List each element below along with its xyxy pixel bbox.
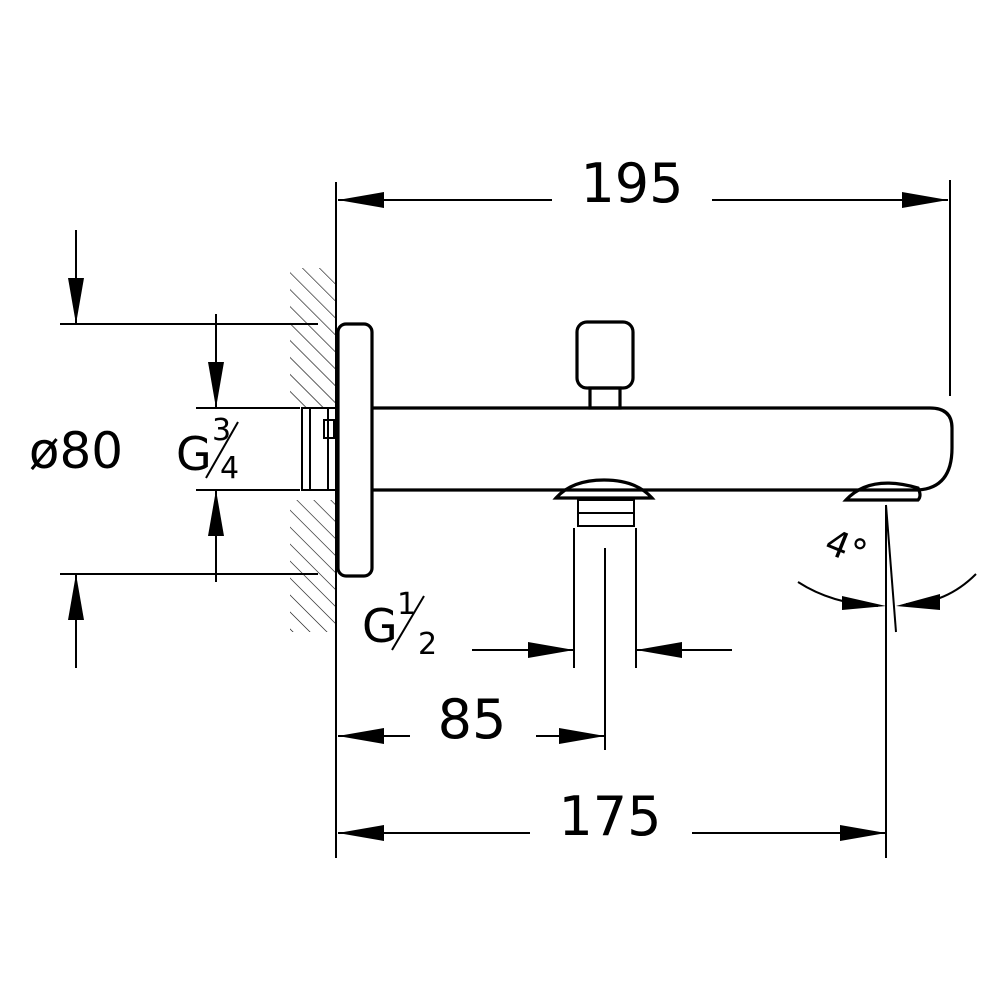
thread-g34-numerator: 3 [212,413,231,448]
thread-g34-slash [205,421,239,479]
dimension-80 [68,230,84,668]
thread-g12-denominator: 2 [418,627,437,662]
thread-g34-prefix: G [176,427,212,481]
dim-80-label: ø80 [29,422,123,480]
dimension-g12 [472,642,732,658]
thread-g34-label: G 3 4 [176,413,239,486]
extension-lines [60,180,951,858]
angle-label: 4° [819,522,872,575]
spout-body [372,406,954,492]
spout-aerator [842,481,922,502]
thread-g12-slash [391,595,425,651]
thread-g34-denominator: 4 [220,451,239,486]
dimension-175 [338,825,886,841]
angle-dimension [797,573,977,610]
dimension-g34 [208,314,224,582]
rosette [336,322,374,578]
wall-hatching [290,268,336,632]
dim-195-label: 195 [580,152,683,215]
dimension-85 [338,728,605,744]
dimension-195 [338,192,948,208]
thread-g12-prefix: G [362,599,398,653]
diverter-knob [575,320,635,410]
dim-175-label: 175 [558,785,661,848]
dim-85-label: 85 [438,688,507,751]
inlet-thread [301,407,337,491]
diverter-outlet [552,478,656,527]
thread-g12-numerator: 1 [397,587,416,622]
thread-g12-label: G 1 2 [362,587,437,662]
